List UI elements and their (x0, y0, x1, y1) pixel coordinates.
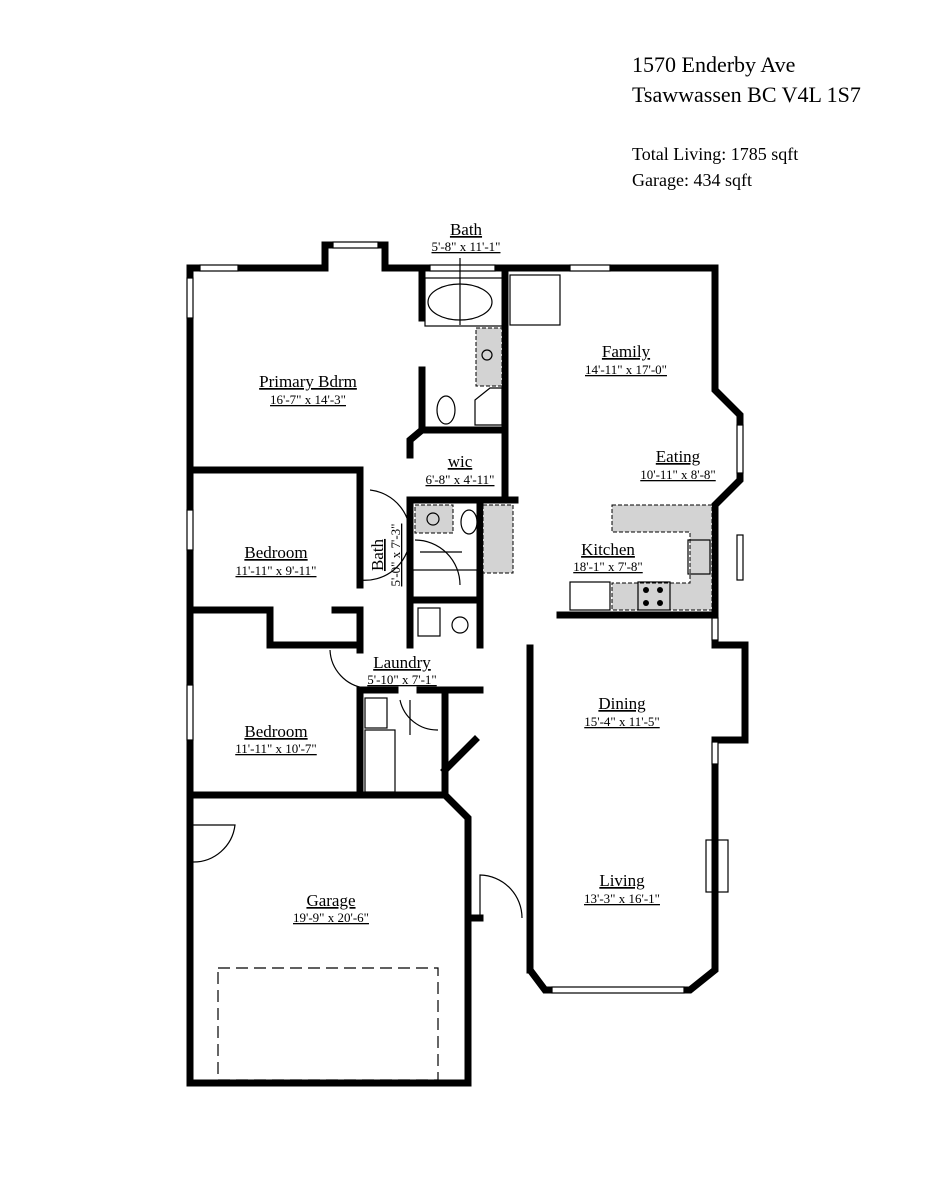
door-swing (329, 649, 366, 689)
room-name-laundry: Laundry (373, 653, 431, 672)
room-dims-bath-2: 5'-0" x 7'-3" (388, 524, 403, 587)
room-dims-family: 14'-11" x 17'-0" (585, 362, 667, 377)
address-line-1: 1570 Enderby Ave (632, 52, 796, 77)
door-swing (399, 699, 439, 731)
room-dims-garage: 19'-9" x 20'-6" (293, 910, 369, 925)
room-name-kitchen: Kitchen (581, 540, 635, 559)
room-name-living: Living (599, 871, 645, 890)
room-name-primary-bdrm: Primary Bdrm (259, 372, 357, 391)
room-dims-kitchen: 18'-1" x 7'-8" (573, 559, 642, 574)
room-dims-eating: 10'-11" x 8'-8" (640, 467, 715, 482)
room-dims-bedroom-1: 11'-11" x 9'-11" (235, 563, 316, 578)
room-name-bedroom-2: Bedroom (244, 722, 307, 741)
windows (186, 241, 744, 1086)
room-dims-primary-bdrm: 16'-7" x 14'-3" (270, 392, 346, 407)
total-living-area: Total Living: 1785 sqft (632, 144, 799, 164)
fixtures (192, 258, 729, 1081)
address-line-2: Tsawwassen BC V4L 1S7 (632, 82, 861, 107)
shower-icon (474, 387, 503, 426)
garage-area: Garage: 434 sqft (632, 170, 752, 190)
room-dims-laundry: 5'-10" x 7'-1" (367, 672, 436, 687)
door-swing (414, 539, 461, 586)
room-name-dining: Dining (598, 694, 646, 713)
room-name-bedroom-1: Bedroom (244, 543, 307, 562)
room-name-bath-2: Bath (368, 538, 387, 571)
room-dims-dining: 15'-4" x 11'-5" (584, 714, 659, 729)
room-name-garage: Garage (306, 891, 355, 910)
room-dims-wic: 6'-8" x 4'-11" (426, 472, 495, 487)
toilet-icon (436, 395, 456, 425)
door-swing (479, 874, 523, 919)
room-dims-living: 13'-3" x 16'-1" (584, 891, 660, 906)
room-name-family: Family (602, 342, 651, 361)
room-name-bath-primary: Bath (450, 220, 483, 239)
room-dims-bedroom-2: 11'-11" x 10'-7" (235, 741, 317, 756)
room-labels: Bath 5'-8" x 11'-1" Primary Bdrm 16'-7" … (235, 220, 715, 925)
room-name-wic: wic (448, 452, 473, 471)
room-name-eating: Eating (656, 447, 701, 466)
sink-icon (481, 349, 493, 361)
room-dims-bath-primary: 5'-8" x 11'-1" (432, 239, 501, 254)
door-swing (359, 489, 411, 581)
door-swing (192, 824, 236, 863)
